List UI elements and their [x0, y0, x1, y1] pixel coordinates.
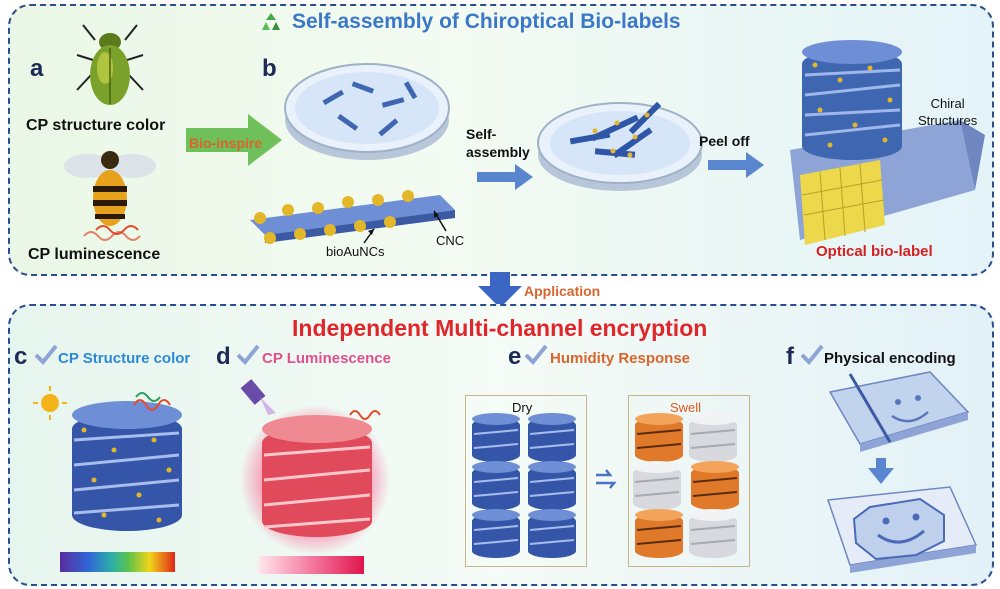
uv-lamp-icon: [240, 379, 276, 415]
panel-e-label: Humidity Response: [550, 350, 691, 367]
self-assembly-arrow: [477, 164, 533, 190]
panel-f-letter: f: [786, 343, 794, 370]
self-assembly-label: Self- assembly: [466, 126, 530, 160]
chiral-structure-illustration: [790, 40, 985, 245]
panel-d-letter: d: [216, 343, 231, 370]
dry-label: Dry: [512, 400, 533, 415]
panel-b-letter: b: [262, 55, 277, 82]
color-bar-pink: [258, 556, 364, 574]
cnc-label: CNC: [436, 233, 465, 248]
swell-box: [628, 395, 750, 567]
petri-dish-assembled: [537, 101, 703, 191]
swell-label: Swell: [670, 400, 702, 415]
cp-structure-color-label: CP structure color: [26, 117, 166, 134]
beetle-illustration: [76, 24, 144, 105]
chiral-structures-label: Chiral Structures: [918, 96, 978, 128]
panel-a-letter: a: [30, 55, 44, 82]
petri-dish-solution: [284, 63, 450, 160]
cp-structure-cylinder: [72, 392, 182, 531]
bio-inspire-arrow: [186, 114, 282, 166]
panel-f-label: Physical encoding: [824, 350, 956, 367]
physical-encoding-film-top: [828, 371, 970, 452]
bioauncs-label: bioAuNCs: [326, 244, 385, 259]
physical-encoding-film-bottom: [826, 486, 978, 573]
panel-e-letter: e: [508, 343, 522, 370]
cp-luminescence-cylinder: [240, 405, 390, 555]
sun-icon: [33, 386, 67, 420]
dry-cylinders: [471, 412, 577, 559]
recycle-icon: [262, 13, 280, 30]
check-icon: [800, 344, 824, 365]
panel-d-label: CP Luminescence: [262, 350, 391, 367]
check-icon: [236, 344, 260, 365]
check-icon: [524, 344, 548, 365]
cp-luminescence-label: CP luminescence: [28, 246, 161, 263]
color-bar-spectrum: [60, 552, 175, 572]
check-icon: [34, 344, 58, 365]
cnc-rod-illustration: [250, 190, 455, 244]
bio-inspire-label: Bio-inspire: [189, 135, 263, 151]
swell-cylinders: [632, 413, 740, 559]
panel-c-label: CP Structure color: [58, 350, 191, 367]
dry-box: [465, 395, 587, 567]
optical-bio-label-label: Optical bio-label: [816, 243, 933, 260]
bee-illustration: [64, 151, 156, 241]
peel-off-arrow: [708, 152, 764, 178]
application-label: Application: [524, 283, 601, 299]
bottom-title: Independent Multi-channel encryption: [292, 315, 708, 341]
panel-c-letter: c: [14, 343, 28, 370]
application-arrow: [478, 272, 522, 308]
encoding-down-arrow: [868, 458, 894, 484]
peel-off-label: Peel off: [699, 133, 750, 149]
cnc-pointer-arrow: [433, 210, 447, 232]
swap-arrows-icon: [596, 469, 617, 489]
top-title: Self-assembly of Chiroptical Bio-labels: [292, 10, 681, 33]
bioauncs-pointer-arrow: [363, 228, 375, 244]
